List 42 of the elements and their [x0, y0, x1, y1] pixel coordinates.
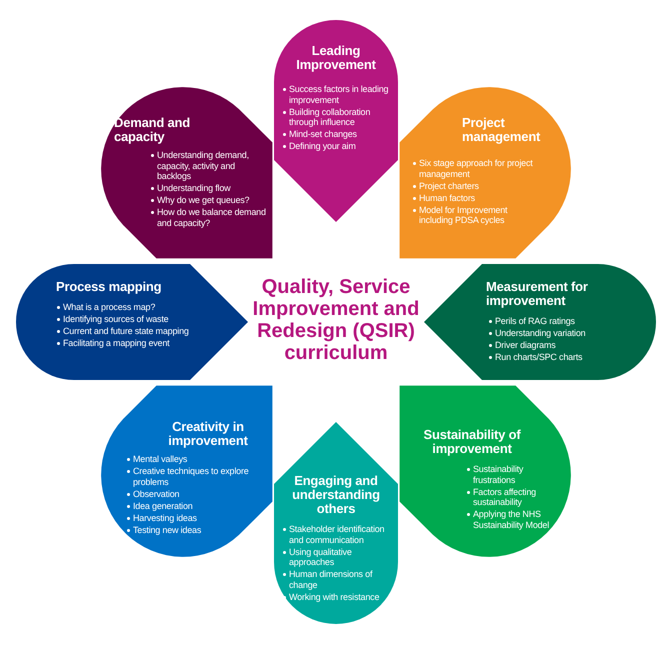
bullet-text: Working with resistance	[282, 592, 392, 602]
bullet-text: Testing new ideas	[126, 524, 258, 535]
petal-heading: Process mapping	[56, 280, 162, 294]
bullet-text: Understanding variation	[488, 328, 618, 338]
bullet-text: Sustainability frustrations	[466, 464, 562, 485]
bullet-text: Using qualitative approaches	[282, 546, 392, 568]
bullet-text: Idea generation	[126, 500, 258, 511]
bullet-text: Project charters	[412, 180, 540, 191]
bullet-text: Human factors	[412, 192, 540, 203]
bullet-text: Human dimensions of change	[282, 569, 392, 590]
petal-heading: Leading Improvement	[295, 44, 377, 72]
bullet-text: Building collaboration through influence	[282, 106, 390, 128]
bullet-text: Creative techniques to explore problems	[126, 466, 258, 487]
petal-heading: Project management	[462, 116, 542, 144]
bullet-text: How do we balance demand and capacity?	[150, 207, 266, 228]
bullet-text: Observation	[126, 488, 258, 499]
bullet-text: Success factors in leading improvement	[282, 84, 390, 105]
petal-heading: Creativity in improvement	[167, 420, 249, 448]
bullet-text: Harvesting ideas	[126, 512, 258, 523]
bullet-text: Driver diagrams	[488, 340, 618, 350]
bullet-text: Why do we get queues?	[150, 195, 266, 206]
bullet-text: Current and future state mapping	[56, 326, 226, 336]
bullet-text: Model for Improvement including PDSA cycles	[412, 204, 540, 226]
bullet-text: Run charts/SPC charts	[488, 352, 618, 362]
bullet-text: Six stage approach for project management	[412, 158, 540, 179]
petal-heading: Measurement for improvement	[486, 280, 589, 308]
bullet-text: Perils of RAG ratings	[488, 316, 618, 326]
bullet-text: Identifying sources of waste	[56, 314, 226, 324]
bullet-text: Factors affecting sustainability	[466, 486, 562, 508]
petal-heading: Engaging and understanding others	[291, 474, 381, 516]
bullet-text: Facilitating a mapping event	[56, 338, 226, 348]
petal-heading: Sustainability of improvement	[422, 428, 522, 456]
bullet-text: Understanding flow	[150, 183, 266, 194]
bullet-text: Defining your aim	[282, 141, 390, 152]
petal-heading: Demand and capacity	[114, 116, 192, 144]
bullet-text: Mental valleys	[126, 454, 258, 464]
bullet-text: Applying the NHS Sustainability Model	[466, 509, 562, 530]
bullet-text: Understanding demand, capacity, activity and backlogs	[150, 150, 266, 182]
center-title: Quality, Service Improvement and Redesign (QSIR) curriculum	[246, 276, 426, 364]
bullet-text: What is a process map?	[56, 302, 226, 312]
bullet-text: Mind-set changes	[282, 129, 390, 140]
bullet-text: Stakeholder identification and communication	[282, 524, 392, 545]
